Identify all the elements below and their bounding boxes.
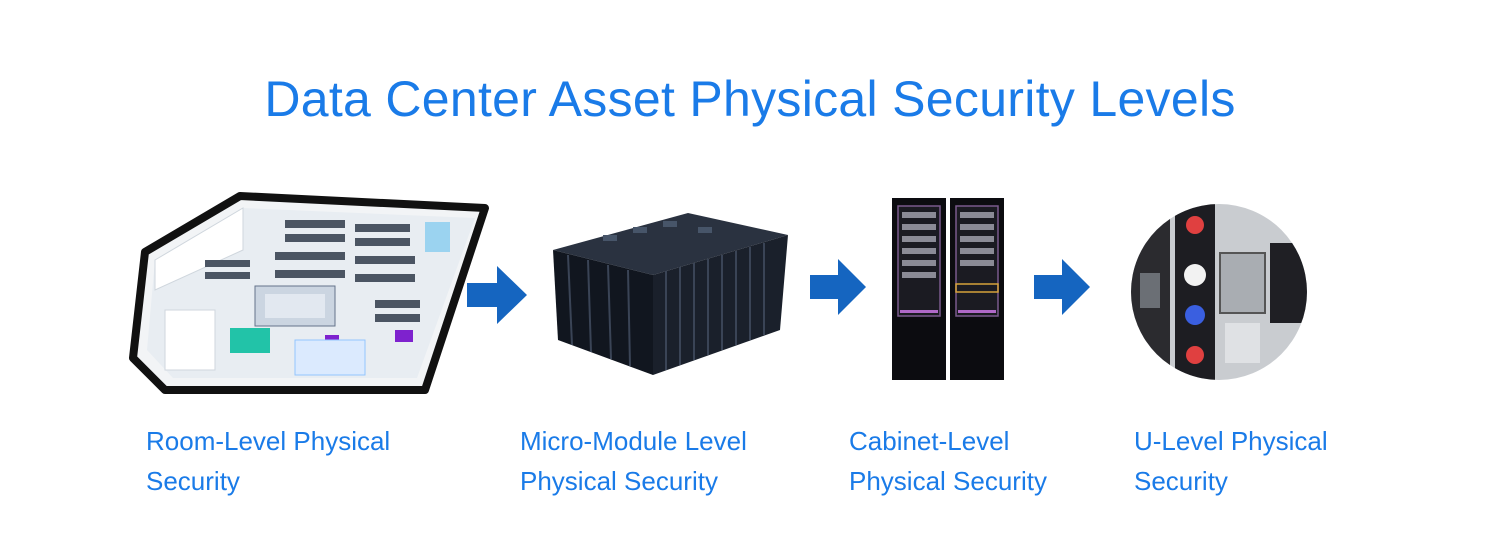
arrow-right-icon: [810, 259, 866, 315]
page-title: Data Center Asset Physical Security Leve…: [264, 71, 1236, 127]
arrow-right-icon: [467, 266, 527, 324]
u-level-device-icon: [1131, 204, 1307, 380]
cabinet-rack-icon: [892, 198, 1004, 380]
room-floorplan-icon: [129, 192, 489, 394]
micro-module-icon: [553, 213, 788, 375]
arrow-right-icon: [1034, 259, 1090, 315]
